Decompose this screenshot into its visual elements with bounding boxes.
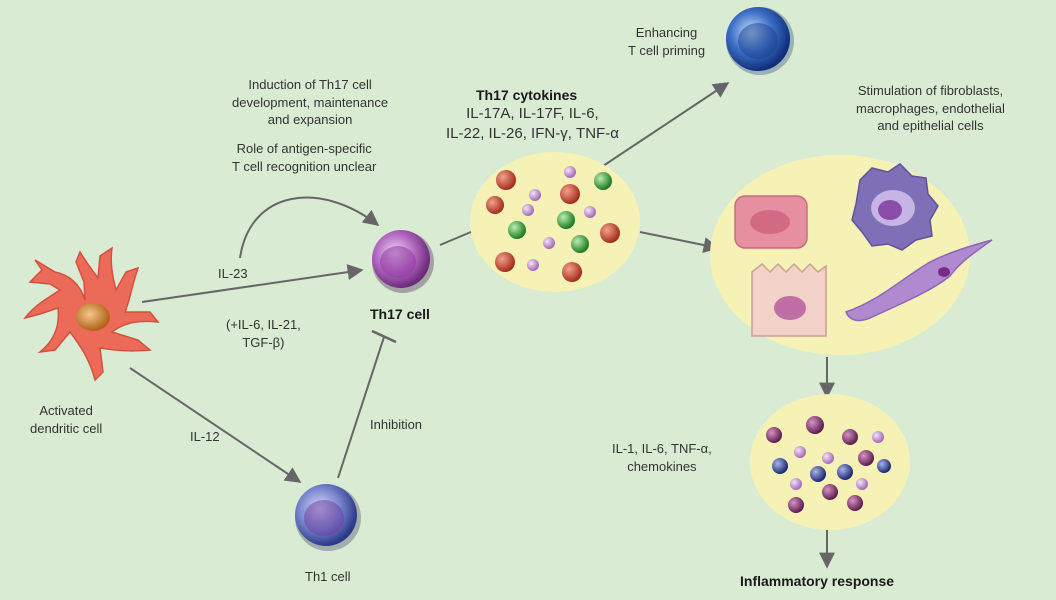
il23-arrow [141, 264, 364, 303]
cytokines-title: Th17 cytokines [476, 87, 578, 103]
curved-arrow [239, 196, 380, 259]
inflammatory-response-label: Inflammatory response [740, 573, 895, 589]
th17-cell-icon [372, 230, 434, 293]
pool-to-priming-arrow [599, 82, 730, 169]
th17-cell-label: Th17 cell [370, 306, 430, 322]
dendritic-cell-icon [23, 246, 160, 382]
inhibition-line [337, 336, 385, 479]
cofactors-label: (+IL-6, IL-21,TGF-β) [226, 317, 301, 350]
th1-cell-icon [295, 484, 361, 551]
inhibition-label: Inhibition [370, 417, 423, 432]
target-cells-pool [710, 155, 993, 355]
primed-t-cell-icon [726, 7, 794, 75]
pool-to-target-arrow [639, 231, 720, 253]
stimulation-label: Stimulation of fibroblasts,macrophages, … [856, 83, 1005, 134]
mediators-label: IL-1, IL-6, TNF-α,chemokines [612, 441, 712, 474]
inhibition-bar [371, 329, 397, 344]
cytokine-pool [470, 152, 640, 292]
th1-cell-label: Th1 cell [305, 569, 351, 584]
il23-label: IL-23 [218, 266, 248, 281]
il12-label: IL-12 [190, 429, 220, 444]
cytokines-list: IL-17A, IL-17F, IL-6,IL-22, IL-26, IFN-γ… [446, 105, 619, 143]
mediator-pool [750, 394, 910, 530]
fibroblast-icon [845, 239, 993, 322]
il12-arrow [129, 367, 302, 483]
